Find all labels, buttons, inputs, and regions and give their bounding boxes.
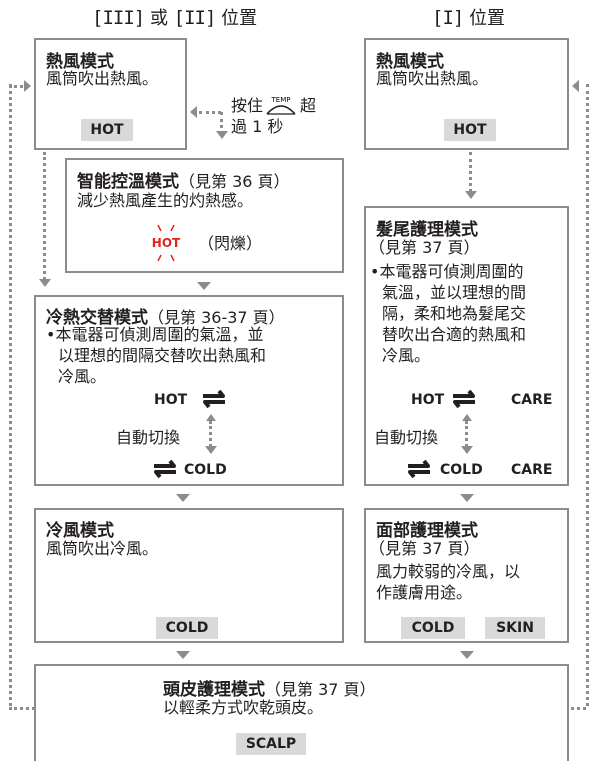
hot-mode-right-desc: 風筒吹出熱風。 (376, 69, 489, 88)
alt-to-cold-arrow-icon (176, 494, 190, 502)
alt-mode-box (34, 295, 344, 486)
tip-swap-icon-2 (404, 458, 434, 484)
header-left: [III] 或 [II] 位置 (92, 7, 258, 29)
scalp-mode-title: 頭皮護理模式（見第 37 頁） (163, 680, 376, 700)
smart-flash-icon (148, 223, 184, 263)
hold-dots (199, 111, 221, 117)
left-loop-arrow-icon (24, 80, 31, 92)
cold-mode-title: 冷風模式 (46, 521, 114, 541)
alt-auto-down-icon (205, 446, 217, 454)
left-loop-line (9, 84, 15, 706)
hold-super: 超 (300, 96, 317, 115)
face-ref: （見第 37 頁） (369, 539, 480, 558)
tip-ref: （見第 37 頁） (369, 238, 480, 257)
smart-mode-box (65, 158, 344, 273)
scalp-desc: 以輕柔方式吹乾頭皮。 (163, 698, 324, 717)
hot-to-alt-dots (43, 152, 49, 280)
tip-desc-4: 替吹出合適的熱風和 (382, 325, 527, 344)
face-skin-badge: SKIN (485, 617, 545, 639)
alt-auto-up-icon (206, 414, 216, 421)
cold-to-scalp-arrow-icon (176, 651, 190, 659)
scalp-badge: SCALP (236, 733, 306, 755)
tip-cold-label: COLD (440, 462, 483, 478)
hold-line2: 過 1 秒 (231, 117, 284, 136)
tip-auto-up-icon (462, 414, 472, 421)
face-desc-2: 作護膚用途。 (376, 583, 473, 602)
smart-flash-text: （閃爍） (198, 234, 263, 253)
header-right: [I] 位置 (432, 7, 506, 29)
hot-right-to-tip-dots (469, 152, 475, 192)
hot-mode-left-title: 熱風模式 (46, 52, 114, 72)
hot-mode-right-badge: HOT (444, 119, 496, 141)
tip-desc-1: •本電器可偵測周圍的 (370, 262, 524, 281)
tip-mode-title: 髮尾護理模式 (376, 220, 478, 240)
hot-to-alt-arrow-icon (39, 279, 51, 287)
tip-auto-label: 自動切換 (374, 428, 439, 447)
face-mode-title: 面部護理模式 (376, 521, 478, 541)
right-loop-line (586, 84, 592, 706)
cold-mode-desc: 風筒吹出冷風。 (46, 539, 159, 558)
temp-button-icon: TEMP (265, 94, 297, 116)
hot-mode-right-title: 熱風模式 (376, 52, 444, 72)
hold-line1: 按住 (231, 96, 264, 115)
smart-mode-desc: 減少熱風產生的灼熱感。 (77, 191, 254, 210)
hot-mode-left-badge: HOT (81, 119, 133, 141)
tip-care-label-2: CARE (511, 462, 553, 478)
hold-arrow-left-icon (190, 106, 197, 118)
hold-dots-down (220, 112, 226, 134)
tip-hot-label: HOT (411, 392, 445, 408)
smart-hot-badge: HOT (151, 236, 181, 250)
svg-text:TEMP: TEMP (271, 96, 291, 104)
right-loop-bottom-connector (566, 707, 586, 713)
hot-mode-left-desc: 風筒吹出熱風。 (46, 69, 159, 88)
cold-mode-badge: COLD (156, 617, 218, 639)
alt-auto-label: 自動切換 (116, 428, 181, 447)
tip-desc-2: 氣溫，並以理想的間 (382, 283, 527, 302)
alt-hot-label: HOT (154, 392, 188, 408)
alt-desc-3: 冷風。 (58, 367, 107, 386)
face-mode-box (364, 508, 569, 643)
alt-auto-dots (209, 421, 215, 447)
right-loop-arrow-icon (572, 80, 579, 92)
tip-auto-dots (465, 421, 471, 447)
alt-desc-2: 以理想的間隔交替吹出熱風和 (58, 346, 267, 365)
hold-arrow-down-icon (216, 131, 228, 139)
alt-desc-1: •本電器可偵測周圍的氣溫，並 (46, 325, 264, 344)
face-desc-1: 風力較弱的冷風，以 (376, 562, 521, 581)
face-to-scalp-arrow-icon (460, 651, 474, 659)
smart-to-alt-arrow-icon (197, 282, 211, 290)
alt-cold-label: COLD (184, 462, 227, 478)
tip-desc-3: 隔，柔和地為髮尾交 (382, 304, 527, 323)
left-loop-top-connector (9, 85, 23, 91)
smart-mode-title: 智能控溫模式（見第 36 頁） (77, 172, 290, 192)
tip-swap-icon (449, 388, 479, 414)
tip-care-label-1: CARE (511, 392, 553, 408)
tip-to-face-arrow-icon (460, 494, 474, 502)
hot-right-to-tip-arrow-icon (465, 191, 477, 199)
tip-desc-5: 冷風。 (382, 346, 431, 365)
alt-mode-title: 冷熱交替模式（見第 36-37 頁） (46, 308, 285, 328)
face-cold-badge: COLD (401, 617, 465, 639)
left-loop-bottom-connector (9, 707, 35, 713)
tip-auto-down-icon (461, 446, 473, 454)
alt-swap-icon (199, 388, 229, 414)
alt-swap-icon-2 (150, 458, 180, 484)
